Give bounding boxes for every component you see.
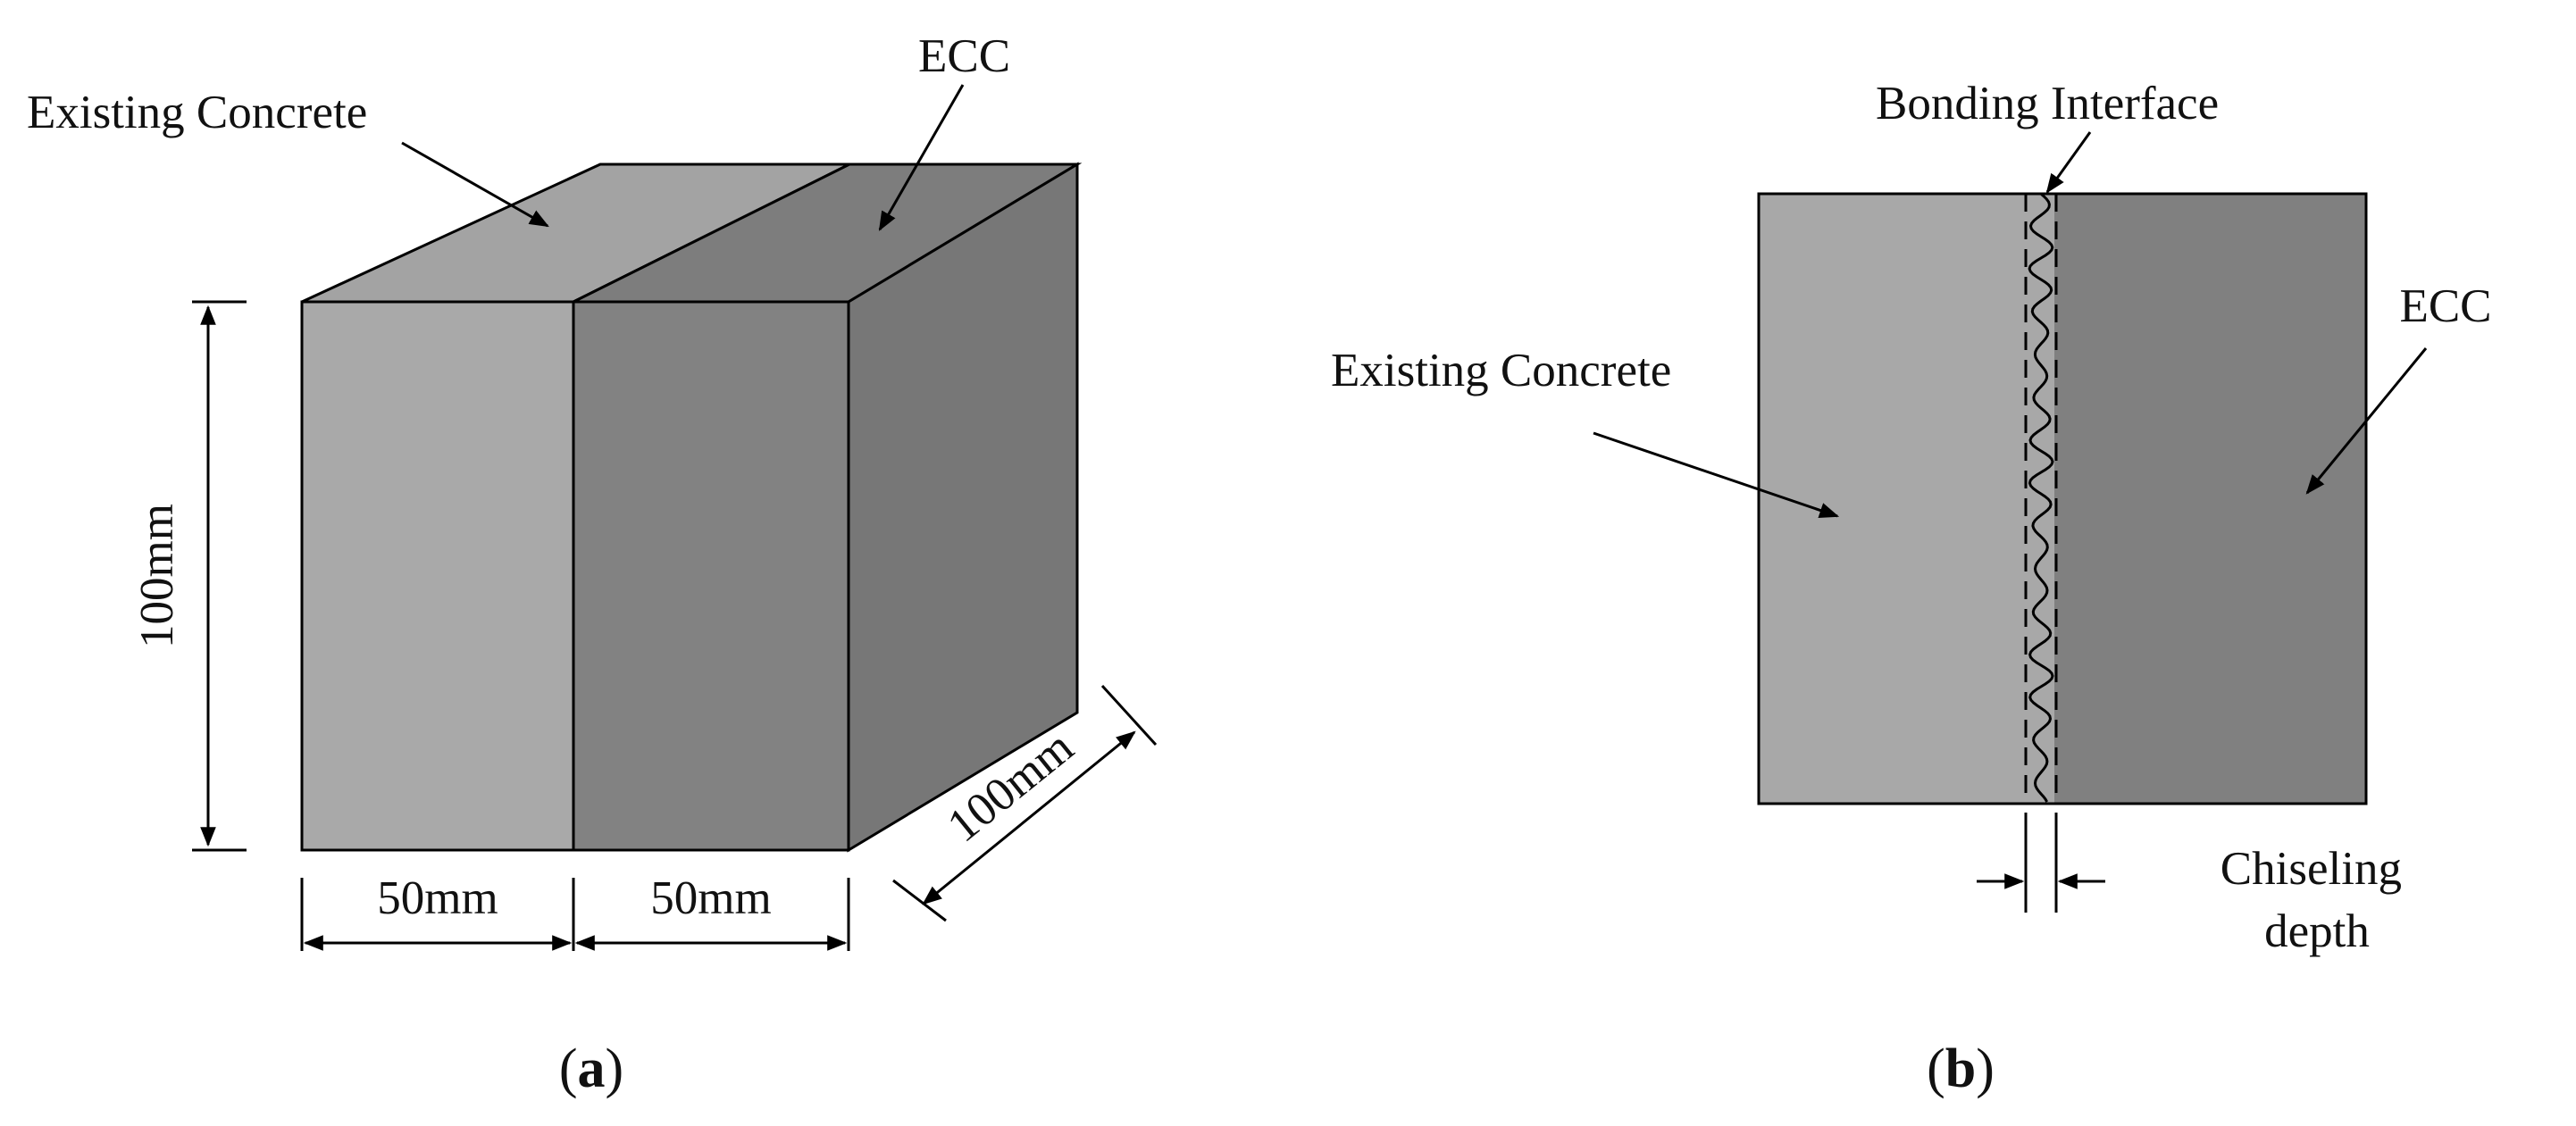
width-right-label: 50mm <box>650 872 771 924</box>
existing-concrete-leader-b <box>1593 431 1840 518</box>
existing-concrete-section <box>1759 194 2054 804</box>
ecc-label: ECC <box>918 30 1010 82</box>
ecc-leader-b <box>2305 347 2428 495</box>
width-left-label: 50mm <box>377 872 498 924</box>
existing-concrete-label-b: Existing Concrete <box>1331 345 1671 396</box>
existing-concrete-leader <box>401 141 549 228</box>
caption-b: (b) <box>1927 1038 1995 1099</box>
caption-a-letter: a <box>578 1038 606 1099</box>
chiseling-depth-label: Chiseling depth <box>2221 843 2413 957</box>
ecc-label-b: ECC <box>2399 280 2491 332</box>
ecc-leader <box>878 84 965 231</box>
existing-concrete-label: Existing Concrete <box>27 87 367 138</box>
panel-a: 100mm 50mm 50mm 100mm Existing Concrete … <box>27 30 1158 1099</box>
specimen-cube <box>300 162 1083 853</box>
existing-concrete-front-face <box>300 300 575 852</box>
chiseling-depth-dimension: Chiseling depth <box>1977 813 2413 957</box>
panel-b: Chiseling depth Bonding Interface Existi… <box>1331 78 2492 1099</box>
chiseling-label-line-1: Chiseling <box>2221 843 2402 895</box>
bonding-interface <box>2024 192 2058 804</box>
ecc-section <box>2054 194 2366 804</box>
ecc-front-face <box>572 300 850 852</box>
caption-a: (a) <box>559 1038 623 1099</box>
bonding-interface-leader <box>2045 131 2092 194</box>
chiseling-label-line-2: depth <box>2264 905 2370 957</box>
height-dimension: 100mm <box>131 300 247 852</box>
interface-wavy-line <box>2028 192 2054 803</box>
height-dimension-label: 100mm <box>131 504 183 648</box>
section-outline <box>1757 192 2368 805</box>
caption-b-letter: b <box>1945 1038 1976 1099</box>
bonding-interface-label: Bonding Interface <box>1876 78 2219 129</box>
width-dimension: 50mm 50mm <box>300 872 850 951</box>
